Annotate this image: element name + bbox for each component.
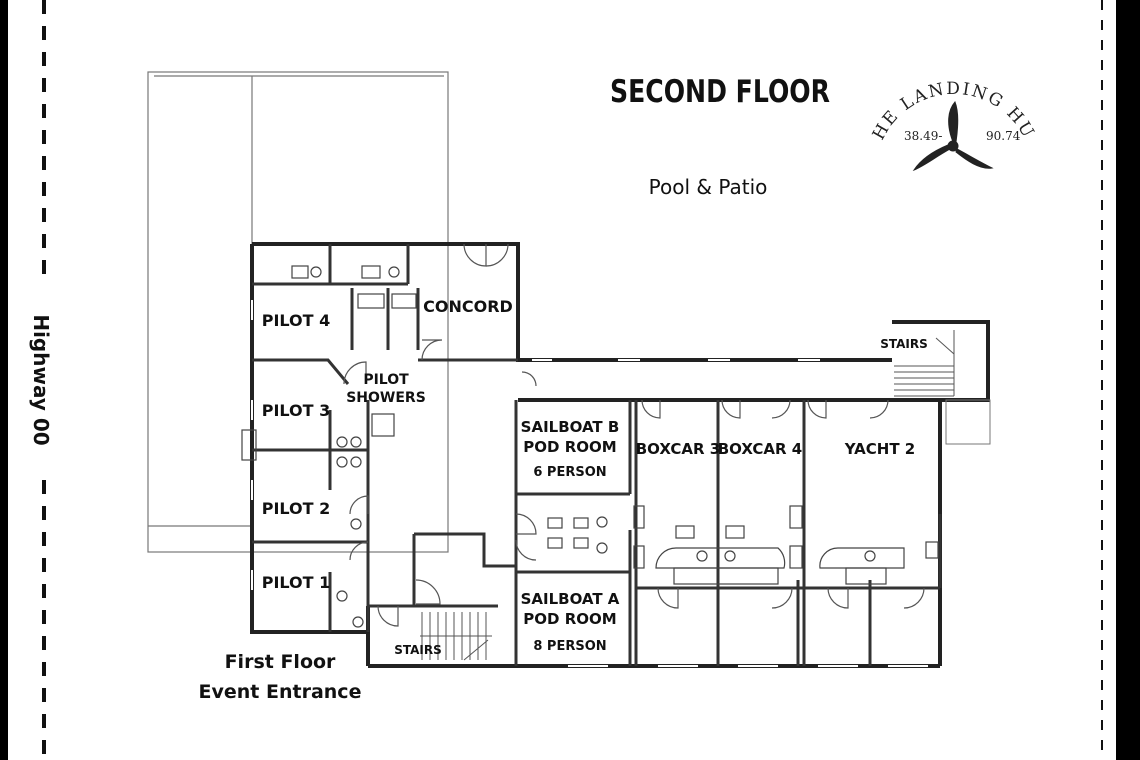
room-concord: CONCORD xyxy=(423,297,513,316)
room-pilot-1: PILOT 1 xyxy=(262,573,331,592)
room-yacht-2: YACHT 2 xyxy=(844,440,916,458)
pool-patio-label: Pool & Patio xyxy=(649,175,768,199)
floor-plan: Highway 00 xyxy=(8,0,1103,760)
floor-title: SECOND FLOOR xyxy=(610,74,830,110)
room-boxcar-4: BOXCAR 4 xyxy=(718,440,803,458)
bathroom-fixtures xyxy=(241,265,939,628)
room-sailboat-b-line3: 6 PERSON xyxy=(533,465,606,480)
pool-patio-deck xyxy=(147,71,449,553)
windows xyxy=(251,300,928,667)
entrance-label-line1: First Floor xyxy=(225,651,336,673)
stairs-bottom-label: STAIRS xyxy=(394,643,442,657)
room-pilot-2: PILOT 2 xyxy=(262,499,331,518)
room-pilot-showers-line1: PILOT xyxy=(363,372,409,388)
logo-longitude: 90.74 xyxy=(986,129,1021,143)
room-sailboat-a-line2: POD ROOM xyxy=(523,610,616,628)
entrance-label-line2: Event Entrance xyxy=(199,681,362,703)
room-sailboat-b-line2: POD ROOM xyxy=(523,438,616,456)
room-boxcar-3: BOXCAR 3 xyxy=(636,440,721,458)
room-sailboat-b-line1: SAILBOAT B xyxy=(521,418,620,436)
room-sailboat-a-line1: SAILBOAT A xyxy=(521,590,620,608)
stairs-top-treads xyxy=(894,330,955,397)
room-pilot-showers-line2: SHOWERS xyxy=(346,390,426,406)
floor-plan-sheet: Highway 00 xyxy=(8,0,1116,760)
stairs-bottom-treads xyxy=(420,612,492,661)
stair-landing xyxy=(945,399,991,445)
propeller-icon xyxy=(912,101,994,172)
interior-walls xyxy=(252,244,942,666)
logo-latitude: 38.49- xyxy=(904,129,942,143)
door-swings xyxy=(343,243,925,627)
highway-label: Highway 00 xyxy=(29,314,53,445)
room-pilot-4: PILOT 4 xyxy=(262,311,331,330)
landing-hub-logo: THE LANDING HUB 38.49- 90.74 xyxy=(8,0,1037,172)
stairs-top-label: STAIRS xyxy=(880,337,928,351)
room-sailboat-a-line3: 8 PERSON xyxy=(533,639,606,654)
room-pilot-3: PILOT 3 xyxy=(262,401,331,420)
